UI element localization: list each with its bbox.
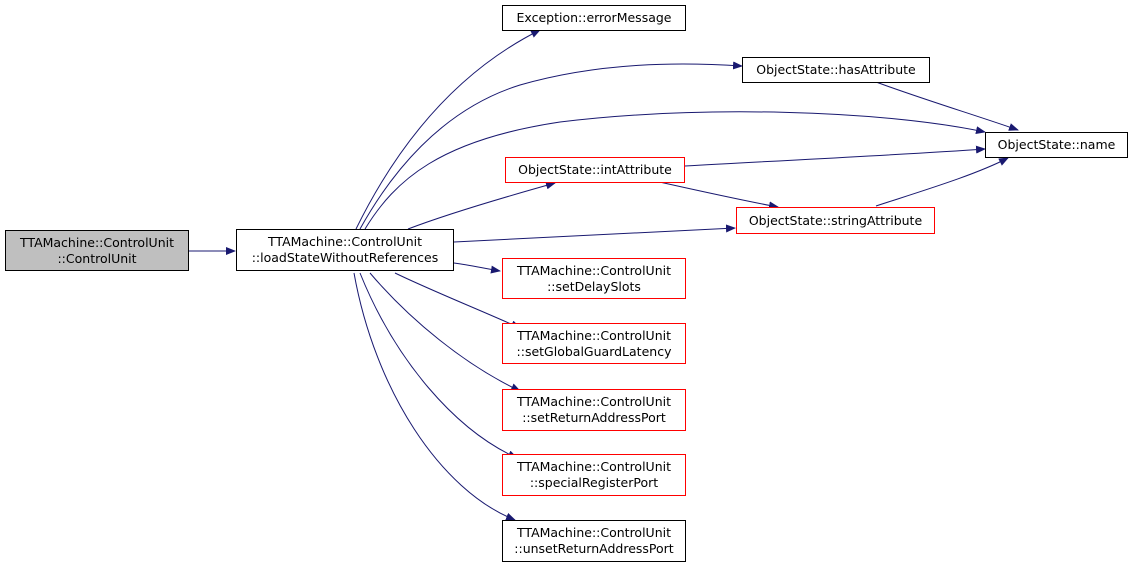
edge-loadState-to-hasAttribute: [359, 61, 743, 230]
edge-loadState-to-unsetReturnAddressPort: [353, 272, 516, 521]
node-errorMessage[interactable]: Exception::errorMessage: [502, 5, 686, 31]
node-unsetReturnAddressPort-line1: TTAMachine::ControlUnit: [516, 525, 671, 540]
node-root-line1: TTAMachine::ControlUnit: [19, 234, 174, 250]
node-specialRegisterPort-line1: TTAMachine::ControlUnit: [516, 459, 671, 474]
edge-loadState-to-stringAttribute: [453, 224, 736, 243]
node-specialRegisterPort[interactable]: TTAMachine::ControlUnit ::specialRegiste…: [502, 454, 686, 496]
node-unsetReturnAddressPort-line2: ::unsetReturnAddressPort: [514, 541, 674, 556]
edge-loadState-to-setDelaySlots: [453, 262, 501, 274]
node-setDelaySlots[interactable]: TTAMachine::ControlUnit ::setDelaySlots: [502, 258, 686, 299]
node-loadState-line2: ::loadStateWithoutReferences: [251, 250, 439, 265]
node-root-line2: ::ControlUnit: [57, 250, 137, 266]
node-hasAttribute[interactable]: ObjectState::hasAttribute: [742, 57, 930, 83]
edge-stringAttribute-to-name: [875, 157, 1009, 207]
edge-hasAttribute-to-name: [875, 81, 1019, 131]
node-loadState-line1: TTAMachine::ControlUnit: [267, 234, 422, 249]
node-setDelaySlots-line1: TTAMachine::ControlUnit: [516, 262, 671, 278]
node-stringAttribute[interactable]: ObjectState::stringAttribute: [736, 207, 935, 234]
node-setGlobalGuardLatency-line1: TTAMachine::ControlUnit: [516, 327, 671, 343]
node-name[interactable]: ObjectState::name: [985, 132, 1128, 158]
edge-loadState-to-specialRegisterPort: [359, 272, 518, 459]
node-stringAttribute-line1: ObjectState::stringAttribute: [748, 212, 923, 228]
node-errorMessage-line1: Exception::errorMessage: [516, 10, 672, 25]
node-loadState[interactable]: TTAMachine::ControlUnit ::loadStateWitho…: [236, 229, 454, 271]
edge-loadState-to-intAttribute: [407, 181, 556, 230]
node-setReturnAddressPort-line1: TTAMachine::ControlUnit: [516, 394, 671, 409]
node-setDelaySlots-line2: ::setDelaySlots: [547, 278, 641, 294]
node-hasAttribute-line1: ObjectState::hasAttribute: [756, 62, 916, 77]
edge-loadState-to-errorMessage: [355, 29, 541, 230]
node-name-line1: ObjectState::name: [997, 137, 1116, 152]
node-setReturnAddressPort[interactable]: TTAMachine::ControlUnit ::setReturnAddre…: [502, 389, 686, 431]
node-root: TTAMachine::ControlUnit ::ControlUnit: [5, 230, 189, 271]
node-setReturnAddressPort-line2: ::setReturnAddressPort: [522, 410, 666, 425]
node-intAttribute-line1: ObjectState::intAttribute: [518, 162, 672, 177]
edge-intAttribute-to-stringAttribute: [654, 180, 779, 210]
edge-intAttribute-to-name: [684, 145, 986, 167]
edge-loadState-to-setReturnAddressPort: [369, 272, 521, 392]
node-intAttribute[interactable]: ObjectState::intAttribute: [505, 157, 685, 183]
node-setGlobalGuardLatency[interactable]: TTAMachine::ControlUnit ::setGlobalGuard…: [502, 323, 686, 364]
node-specialRegisterPort-line2: ::specialRegisterPort: [529, 475, 659, 490]
edge-loadState-to-setGlobalGuardLatency: [394, 272, 521, 329]
edge-loadState-to-name: [364, 111, 986, 230]
node-setGlobalGuardLatency-line2: ::setGlobalGuardLatency: [516, 343, 672, 359]
node-unsetReturnAddressPort[interactable]: TTAMachine::ControlUnit ::unsetReturnAdd…: [502, 520, 686, 562]
